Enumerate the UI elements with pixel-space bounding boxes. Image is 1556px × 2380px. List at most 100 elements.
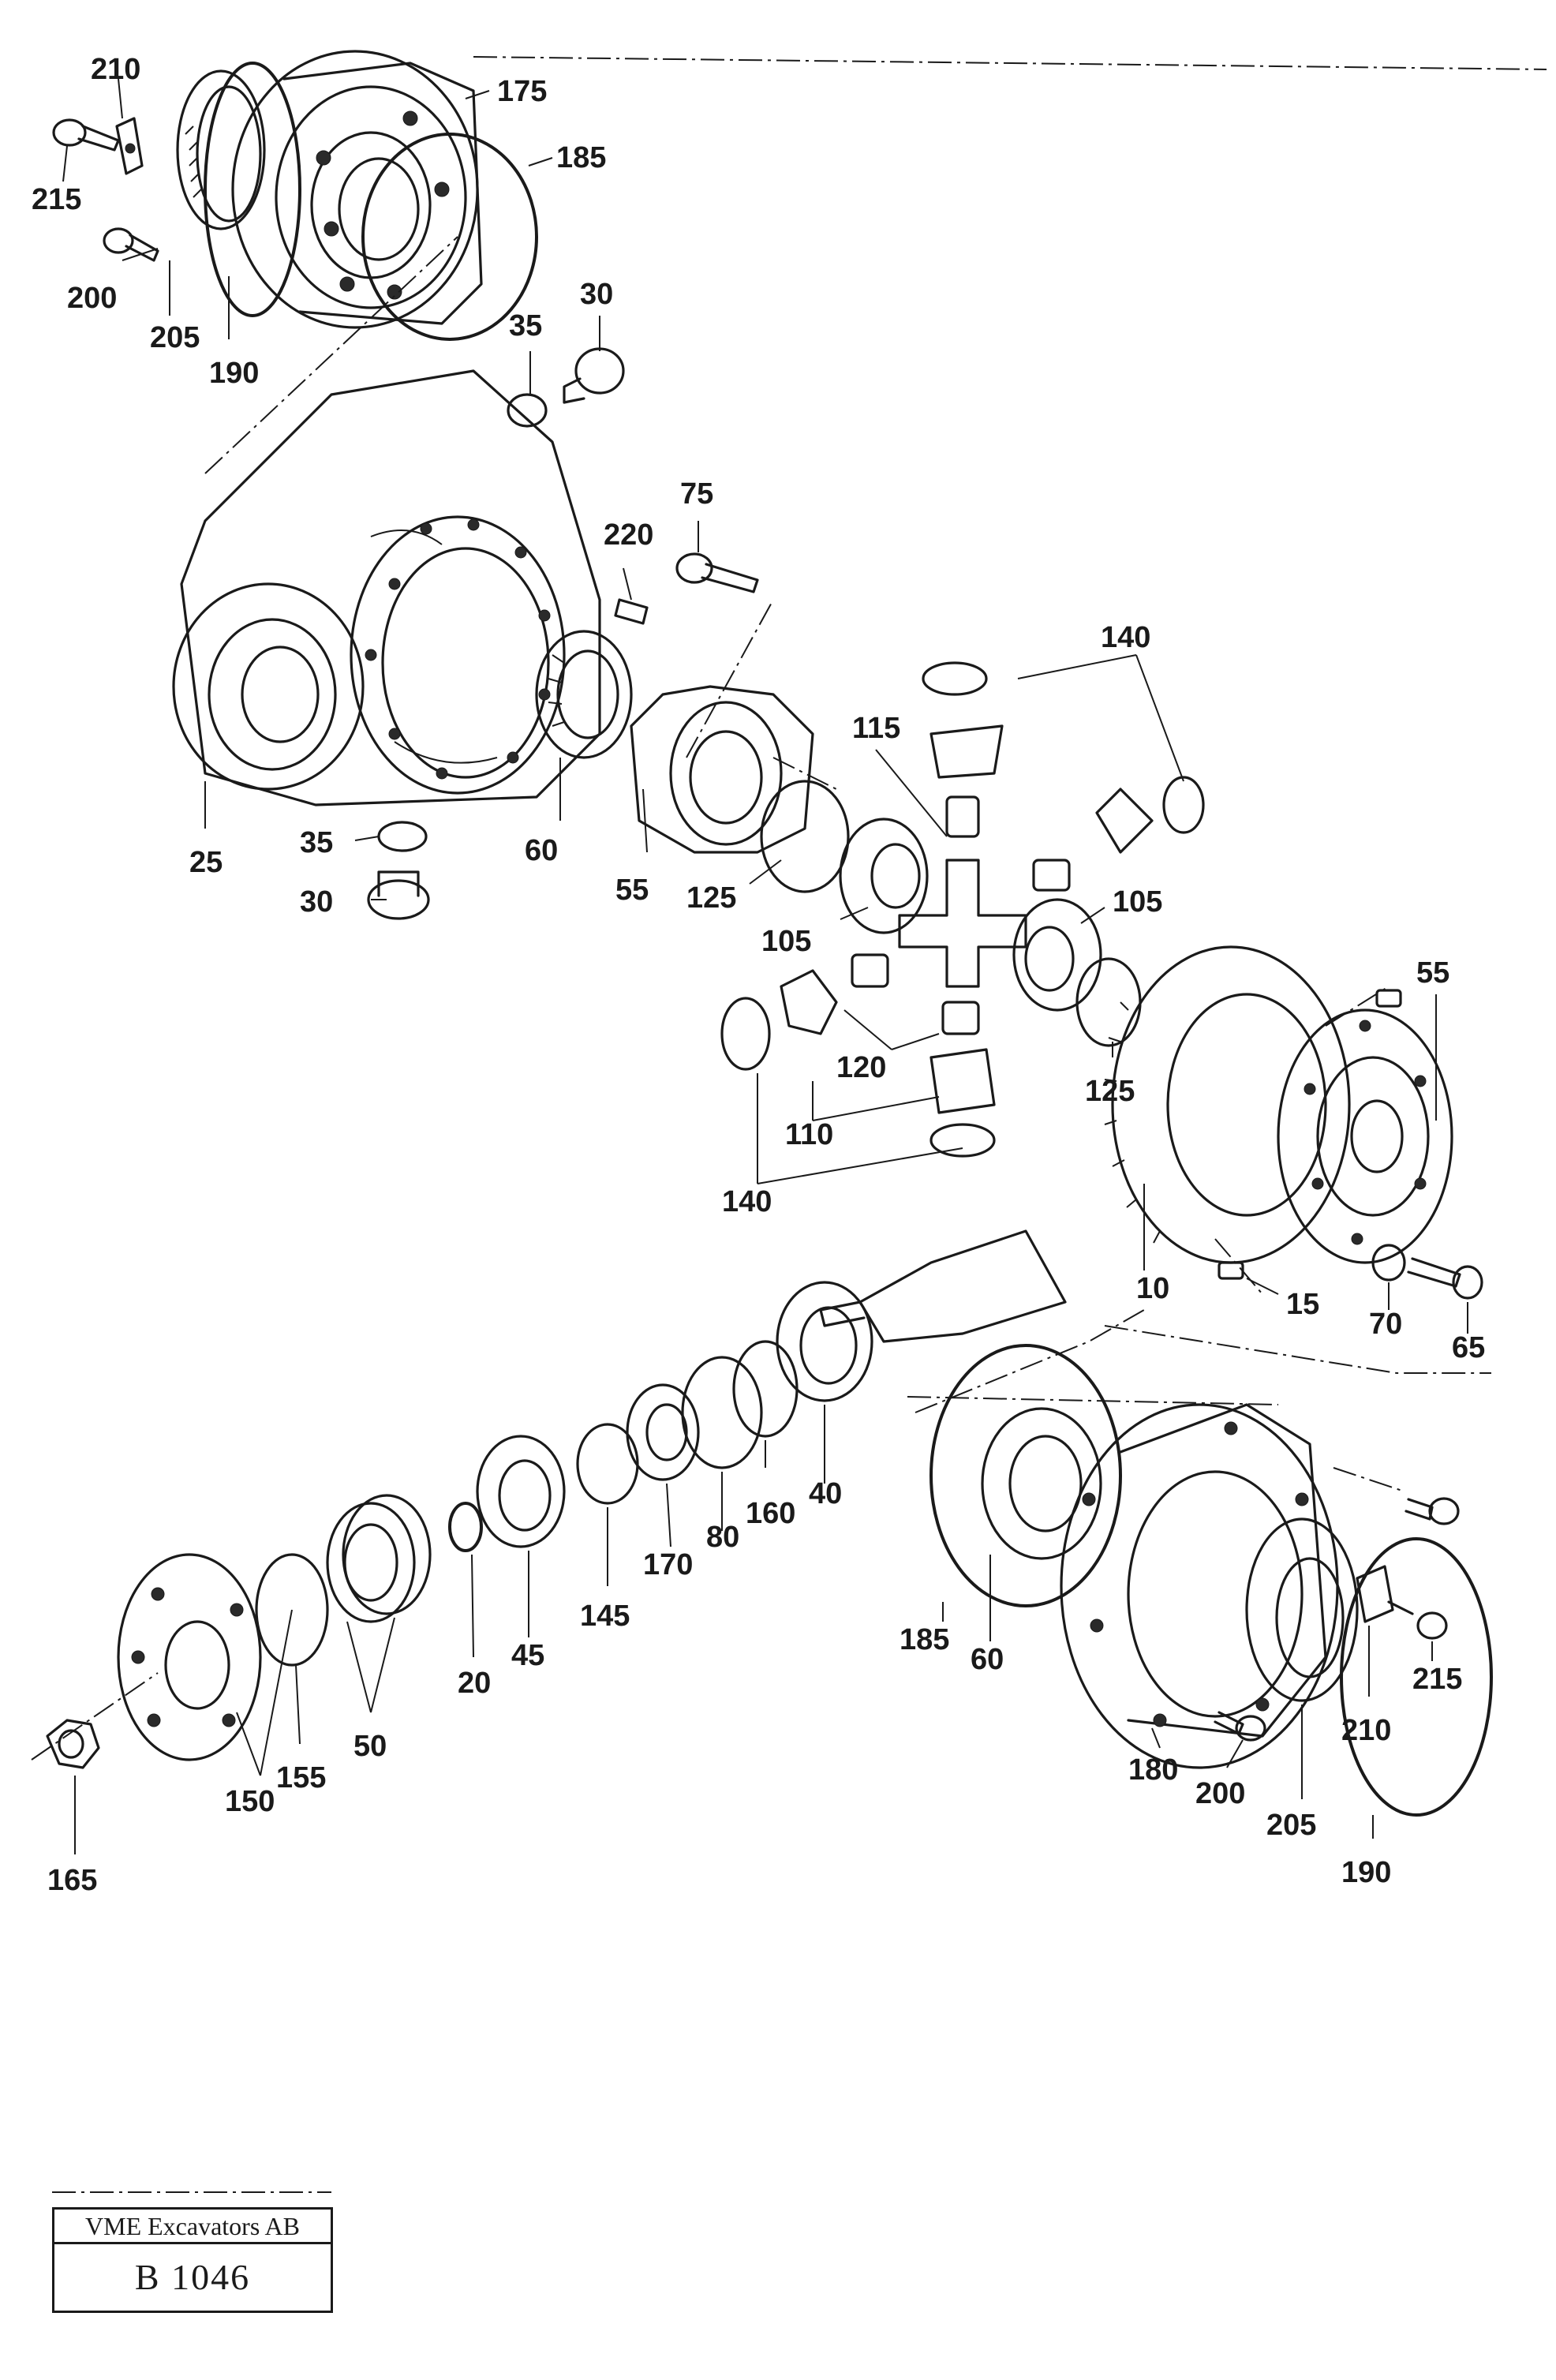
washer-140-top: [922, 661, 988, 696]
top-border-line: [473, 56, 1547, 70]
bushing-right: [1032, 859, 1071, 892]
side-gear-105-upper: [839, 818, 929, 934]
washer-140-right: [1162, 776, 1205, 834]
callout-165: 165: [47, 1864, 97, 1897]
callout-170: 170: [643, 1548, 693, 1581]
taper-bearing-40: [776, 1281, 873, 1402]
callout-35-lower: 35: [300, 826, 333, 859]
callout-labels: 210 175 185 215 200 205 190 35 30 75 220…: [32, 53, 1485, 1897]
differential-case-half-55-right: [1277, 1009, 1453, 1264]
callout-125-lower: 125: [1085, 1075, 1135, 1108]
callout-15: 15: [1286, 1288, 1319, 1321]
callout-140-upper: 140: [1101, 621, 1150, 654]
washer-35-top: [507, 393, 548, 428]
callout-205-lower: 205: [1266, 1809, 1316, 1842]
callout-190-lower: 190: [1341, 1856, 1391, 1889]
pinion-gear-upper: [929, 724, 1004, 779]
assembly-line-2: [686, 599, 774, 758]
o-ring-185-bottom: [929, 1344, 1122, 1607]
lock-nut-165: [46, 1719, 100, 1769]
callout-185-lower: 185: [900, 1623, 949, 1656]
screw-200-top: [103, 227, 159, 262]
callout-60-upper: 60: [525, 834, 558, 867]
callout-30-lower: 30: [300, 885, 333, 919]
shim-80: [681, 1356, 763, 1469]
leader-lines: [62, 78, 1468, 1854]
thrust-washer-125-upper: [760, 780, 850, 893]
callout-35-top: 35: [509, 309, 542, 342]
lock-plate-210-top: [115, 117, 144, 175]
assembly-line-4: [1104, 1325, 1491, 1374]
flange-150: [117, 1553, 262, 1761]
callout-55-upper: 55: [615, 874, 649, 907]
callout-70: 70: [1369, 1308, 1402, 1341]
callout-65: 65: [1452, 1331, 1485, 1364]
assembly-line-9: [31, 1672, 159, 1761]
end-cover-bottom: [1060, 1403, 1339, 1769]
screw-200-bottom: [1214, 1711, 1266, 1742]
callout-10: 10: [1136, 1272, 1169, 1305]
crown-wheel-10: [1104, 945, 1351, 1264]
callout-120: 120: [836, 1051, 886, 1084]
callout-105-lower: 105: [1113, 885, 1162, 919]
shim-160: [732, 1340, 799, 1438]
plug-30-top: [563, 347, 625, 404]
callout-55-right: 55: [1416, 956, 1449, 990]
pinion-gear-left: [780, 969, 838, 1035]
pinion-gear-right: [1095, 788, 1154, 854]
callout-205-top: 205: [150, 321, 200, 354]
bushing-upper: [945, 795, 980, 838]
pinion-gear-lower: [929, 1048, 996, 1114]
callout-25: 25: [189, 846, 223, 879]
bolt-65: [1407, 1257, 1483, 1300]
differential-case-half-55-upper: [630, 685, 814, 854]
assembly-line-8: [1333, 1467, 1405, 1492]
callout-215-top: 215: [32, 183, 81, 216]
screw-215-top: [52, 118, 120, 152]
screw-215-bottom: [1387, 1600, 1448, 1640]
callout-125-upper: 125: [686, 881, 736, 915]
assembly-line-1: [204, 236, 458, 474]
thrust-washer-125-lower: [1075, 957, 1142, 1047]
callout-105-upper: 105: [761, 925, 811, 958]
callout-115: 115: [852, 712, 900, 745]
seal-205-bottom: [1245, 1517, 1359, 1702]
bolt-75: [675, 552, 759, 593]
callout-80: 80: [706, 1521, 739, 1554]
callout-45: 45: [511, 1639, 544, 1672]
snap-ring-20: [448, 1502, 483, 1552]
bushing-left: [851, 953, 889, 988]
taper-bearing-45: [476, 1435, 566, 1548]
bearing-60-upper: [535, 630, 633, 759]
callout-175: 175: [497, 75, 547, 108]
axle-housing: [172, 369, 601, 806]
pin-55: [1375, 989, 1402, 1008]
callout-185-top: 185: [556, 141, 606, 174]
company-name: VME Excavators AB: [54, 2210, 331, 2244]
dust-cover-155: [255, 1553, 329, 1667]
callout-50: 50: [353, 1730, 387, 1763]
spider-cross-115: [898, 859, 1027, 988]
o-ring-185-top: [361, 133, 538, 341]
callout-145: 145: [580, 1600, 630, 1633]
washer-140-left: [720, 997, 771, 1071]
side-gear-105-lower: [1012, 898, 1102, 1012]
callout-75: 75: [680, 477, 713, 511]
assembly-line-7: [1214, 986, 1390, 1295]
drive-pinion-10: [819, 1229, 1067, 1343]
callout-220: 220: [604, 518, 653, 552]
o-ring-190-top: [204, 62, 301, 317]
spacer-145: [576, 1423, 639, 1505]
plug-30-bottom: [367, 870, 430, 920]
washer-35-bottom: [377, 821, 428, 852]
callout-200-lower: 200: [1195, 1777, 1245, 1810]
callout-150: 150: [225, 1785, 275, 1818]
callout-140-lower: 140: [722, 1185, 772, 1218]
assembly-line-3: [772, 757, 837, 790]
pin-220: [614, 598, 649, 625]
callout-110: 110: [785, 1118, 833, 1151]
washer-70: [1371, 1244, 1406, 1282]
washer-140-bottom: [929, 1123, 996, 1158]
assembly-line-6: [907, 1396, 1279, 1405]
